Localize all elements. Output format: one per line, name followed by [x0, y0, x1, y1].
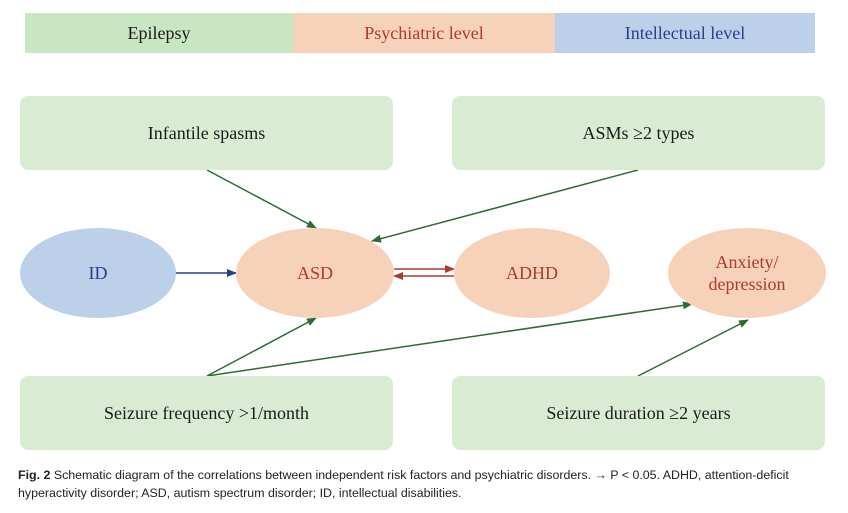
node-seizure-frequency: Seizure frequency >1/month: [20, 376, 393, 450]
arrow-infantile-spasms-to-asd: [206, 169, 317, 229]
arrow-seizure-frequency-to-asd: [206, 317, 317, 377]
legend-psychiatric-level: Psychiatric level: [293, 13, 555, 53]
caption-label: Fig. 2: [18, 468, 51, 482]
arrow-seizure-frequency-to-anxiety: [206, 301, 693, 377]
arrow-asms-to-asd: [371, 169, 639, 243]
node-seizure-duration: Seizure duration ≥2 years: [452, 376, 825, 450]
node-infantile-spasms: Infantile spasms: [20, 96, 393, 170]
node-id: ID: [20, 228, 176, 318]
legend-epilepsy: Epilepsy: [25, 13, 293, 53]
legend-intellectual-level: Intellectual level: [555, 13, 815, 53]
caption-text: Schematic diagram of the correlations be…: [18, 468, 789, 500]
legend-bar: Epilepsy Psychiatric level Intellectual …: [25, 13, 815, 53]
node-adhd: ADHD: [454, 228, 610, 318]
figure-caption: Fig. 2 Schematic diagram of the correlat…: [18, 466, 838, 502]
arrow-seizure-duration-to-anxiety: [637, 319, 749, 377]
node-anxiety-depression: Anxiety/ depression: [668, 228, 826, 318]
node-asms-2-types: ASMs ≥2 types: [452, 96, 825, 170]
node-asd: ASD: [236, 228, 394, 318]
